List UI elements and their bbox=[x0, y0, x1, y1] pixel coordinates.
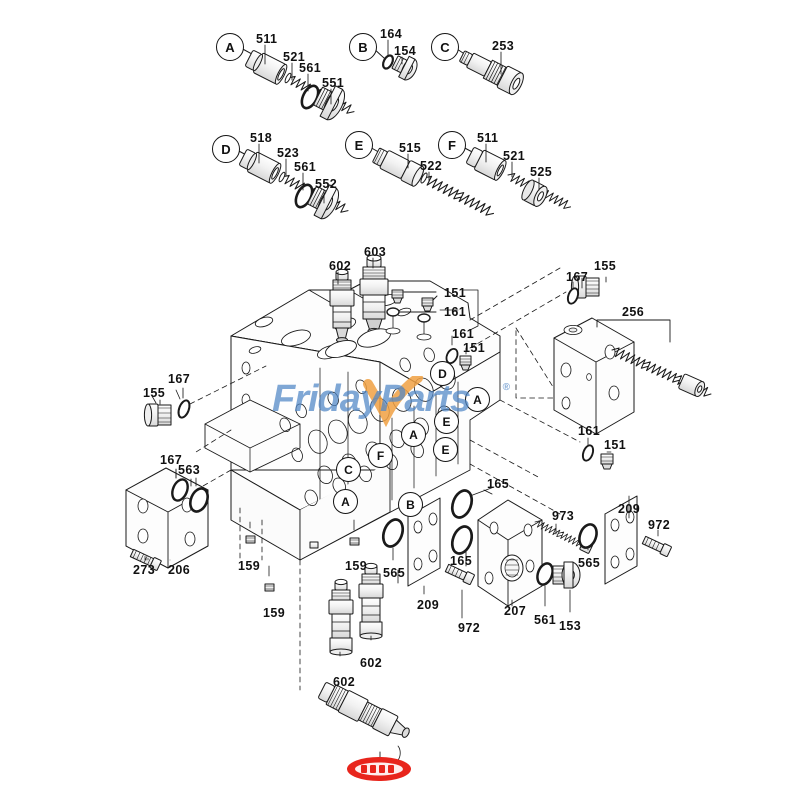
body-callout-c: C bbox=[336, 457, 361, 482]
callout-circle-d-row2: D bbox=[212, 135, 240, 163]
body-callout-a-2: A bbox=[401, 422, 426, 447]
callout-circle-e-row2: E bbox=[345, 131, 373, 159]
callout-letter: A bbox=[225, 39, 235, 55]
part-label-209-left: 209 bbox=[417, 598, 440, 612]
body-callout-a-3: A bbox=[333, 489, 358, 514]
part-label-165-b: 165 bbox=[450, 554, 473, 568]
callout-letter: C bbox=[344, 462, 353, 477]
part-label-159-a: 159 bbox=[238, 559, 261, 573]
callout-circle-b-top: B bbox=[349, 33, 377, 61]
body-callout-d: D bbox=[430, 361, 455, 386]
part-label-161-right: 161 bbox=[578, 424, 601, 438]
part-label-165-a: 165 bbox=[487, 477, 510, 491]
part-label-972-left: 972 bbox=[458, 621, 481, 635]
part-label-155-right: 155 bbox=[594, 259, 617, 273]
part-label-561-d: 561 bbox=[294, 160, 317, 174]
part-label-525-f: 525 bbox=[530, 165, 553, 179]
part-label-151-b: 151 bbox=[463, 341, 486, 355]
part-label-167-left: 167 bbox=[168, 372, 191, 386]
part-label-518-d: 518 bbox=[250, 131, 273, 145]
callout-circle-a-top: A bbox=[216, 33, 244, 61]
callout-circle-c-top: C bbox=[431, 33, 459, 61]
callout-letter: D bbox=[221, 141, 231, 157]
part-label-167-lower: 167 bbox=[160, 453, 183, 467]
body-callout-b: B bbox=[398, 492, 423, 517]
part-label-603: 603 bbox=[364, 245, 387, 259]
part-label-164-b: 164 bbox=[380, 27, 403, 41]
callout-letter: C bbox=[440, 39, 450, 55]
callout-letter: F bbox=[448, 137, 456, 153]
callout-letter: E bbox=[442, 414, 451, 429]
part-label-563: 563 bbox=[178, 463, 201, 477]
part-label-206: 206 bbox=[168, 563, 191, 577]
part-label-551-a: 551 bbox=[322, 76, 345, 90]
part-label-515-e: 515 bbox=[399, 141, 422, 155]
part-label-522-e: 522 bbox=[420, 159, 443, 173]
callout-letter: A bbox=[341, 494, 350, 509]
body-callout-e-1: E bbox=[434, 409, 459, 434]
body-callout-f: F bbox=[368, 443, 393, 468]
part-label-602-lower-a: 602 bbox=[360, 656, 383, 670]
part-label-511-a: 511 bbox=[256, 32, 278, 46]
part-label-154-b: 154 bbox=[394, 44, 417, 58]
part-label-151-a: 151 bbox=[444, 286, 467, 300]
callout-letter: E bbox=[441, 442, 450, 457]
callout-letter: F bbox=[376, 448, 385, 463]
part-label-153: 153 bbox=[559, 619, 582, 633]
part-label-521-a: 521 bbox=[283, 50, 306, 64]
part-label-521-f: 521 bbox=[503, 149, 526, 163]
callout-letter: B bbox=[406, 497, 415, 512]
part-label-161-a: 161 bbox=[444, 305, 467, 319]
part-label-972-right: 972 bbox=[648, 518, 671, 532]
part-label-256: 256 bbox=[622, 305, 645, 319]
callout-letter: A bbox=[473, 392, 482, 407]
part-label-273: 273 bbox=[133, 563, 156, 577]
callout-letter: D bbox=[438, 366, 447, 381]
part-label-161-b: 161 bbox=[452, 327, 475, 341]
part-label-511-f: 511 bbox=[477, 131, 499, 145]
callout-letter: B bbox=[358, 39, 368, 55]
highlight-badge bbox=[346, 756, 412, 782]
body-callout-e-2: E bbox=[433, 437, 458, 462]
part-label-159-b: 159 bbox=[345, 559, 368, 573]
callout-circle-f-row2: F bbox=[438, 131, 466, 159]
part-label-253-c: 253 bbox=[492, 39, 515, 53]
part-label-209-right: 209 bbox=[618, 502, 641, 516]
part-label-602-lower-b: 602 bbox=[333, 675, 356, 689]
part-label-151-right: 151 bbox=[604, 438, 627, 452]
callout-letter: A bbox=[409, 427, 418, 442]
part-label-207: 207 bbox=[504, 604, 527, 618]
part-label-523-d: 523 bbox=[277, 146, 300, 160]
part-label-561-lower: 561 bbox=[534, 613, 557, 627]
body-callout-a-1: A bbox=[465, 387, 490, 412]
callout-letter: E bbox=[354, 137, 364, 153]
part-label-552-d: 552 bbox=[315, 177, 338, 191]
part-label-565-left: 565 bbox=[383, 566, 406, 580]
part-label-561-a: 561 bbox=[299, 61, 322, 75]
part-label-167-right: 167 bbox=[566, 270, 589, 284]
part-label-159-c: 159 bbox=[263, 606, 286, 620]
part-label-973: 973 bbox=[552, 509, 575, 523]
part-label-565-right: 565 bbox=[578, 556, 601, 570]
part-label-602-top: 602 bbox=[329, 259, 352, 273]
part-label-155-left: 155 bbox=[143, 386, 166, 400]
